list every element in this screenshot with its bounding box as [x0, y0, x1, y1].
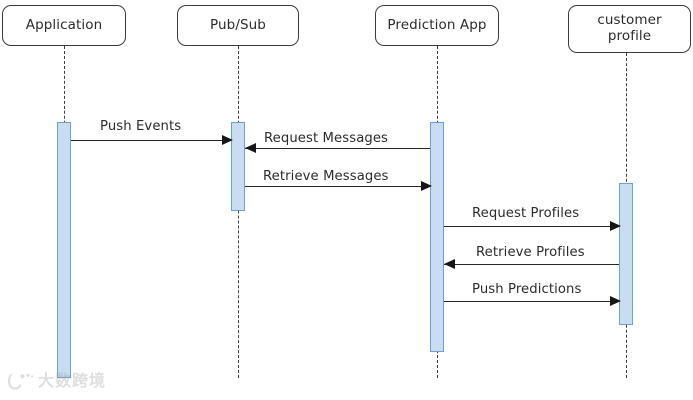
activation-bar-application — [57, 122, 71, 378]
participant-label-application: Application — [25, 16, 103, 33]
message-line-request-profiles — [444, 226, 619, 227]
message-line-push-events — [71, 140, 231, 141]
message-label-retrieve-profiles: Retrieve Profiles — [476, 245, 585, 260]
message-label-retrieve-messages: Retrieve Messages — [263, 169, 389, 184]
message-label-request-profiles: Request Profiles — [472, 206, 580, 221]
message-line-request-messages — [245, 148, 430, 149]
message-arrowhead-push-predictions — [610, 295, 621, 306]
lifeline-pubsub — [238, 46, 239, 378]
participant-label-pubsub: Pub/Sub — [210, 16, 266, 33]
message-line-push-predictions — [444, 301, 619, 302]
participant-customer-profile[interactable]: customer profile — [568, 5, 691, 53]
message-line-retrieve-messages — [245, 186, 430, 187]
message-arrowhead-retrieve-profiles — [444, 258, 455, 269]
message-label-push-events: Push Events — [100, 119, 182, 134]
activation-bar-customer-profile — [619, 183, 633, 325]
message-label-push-predictions: Push Predictions — [472, 282, 582, 297]
message-arrowhead-retrieve-messages — [421, 180, 432, 191]
message-arrowhead-push-events — [222, 134, 233, 145]
activation-bar-prediction-app — [430, 122, 444, 352]
message-arrowhead-request-messages — [245, 142, 256, 153]
participant-label-prediction-app: Prediction App — [387, 16, 487, 33]
participant-application[interactable]: Application — [2, 5, 126, 46]
message-label-request-messages: Request Messages — [264, 131, 389, 146]
watermark-text: 大数跨境 — [38, 371, 107, 390]
participant-prediction-app[interactable]: Prediction App — [375, 5, 499, 46]
watermark-logo-icon — [8, 373, 34, 390]
message-arrowhead-request-profiles — [610, 220, 621, 231]
participant-label-customer-profile: customer profile — [597, 12, 662, 44]
message-line-retrieve-profiles — [444, 264, 619, 265]
activation-bar-pubsub — [231, 122, 245, 211]
participant-pubsub[interactable]: Pub/Sub — [177, 5, 299, 46]
